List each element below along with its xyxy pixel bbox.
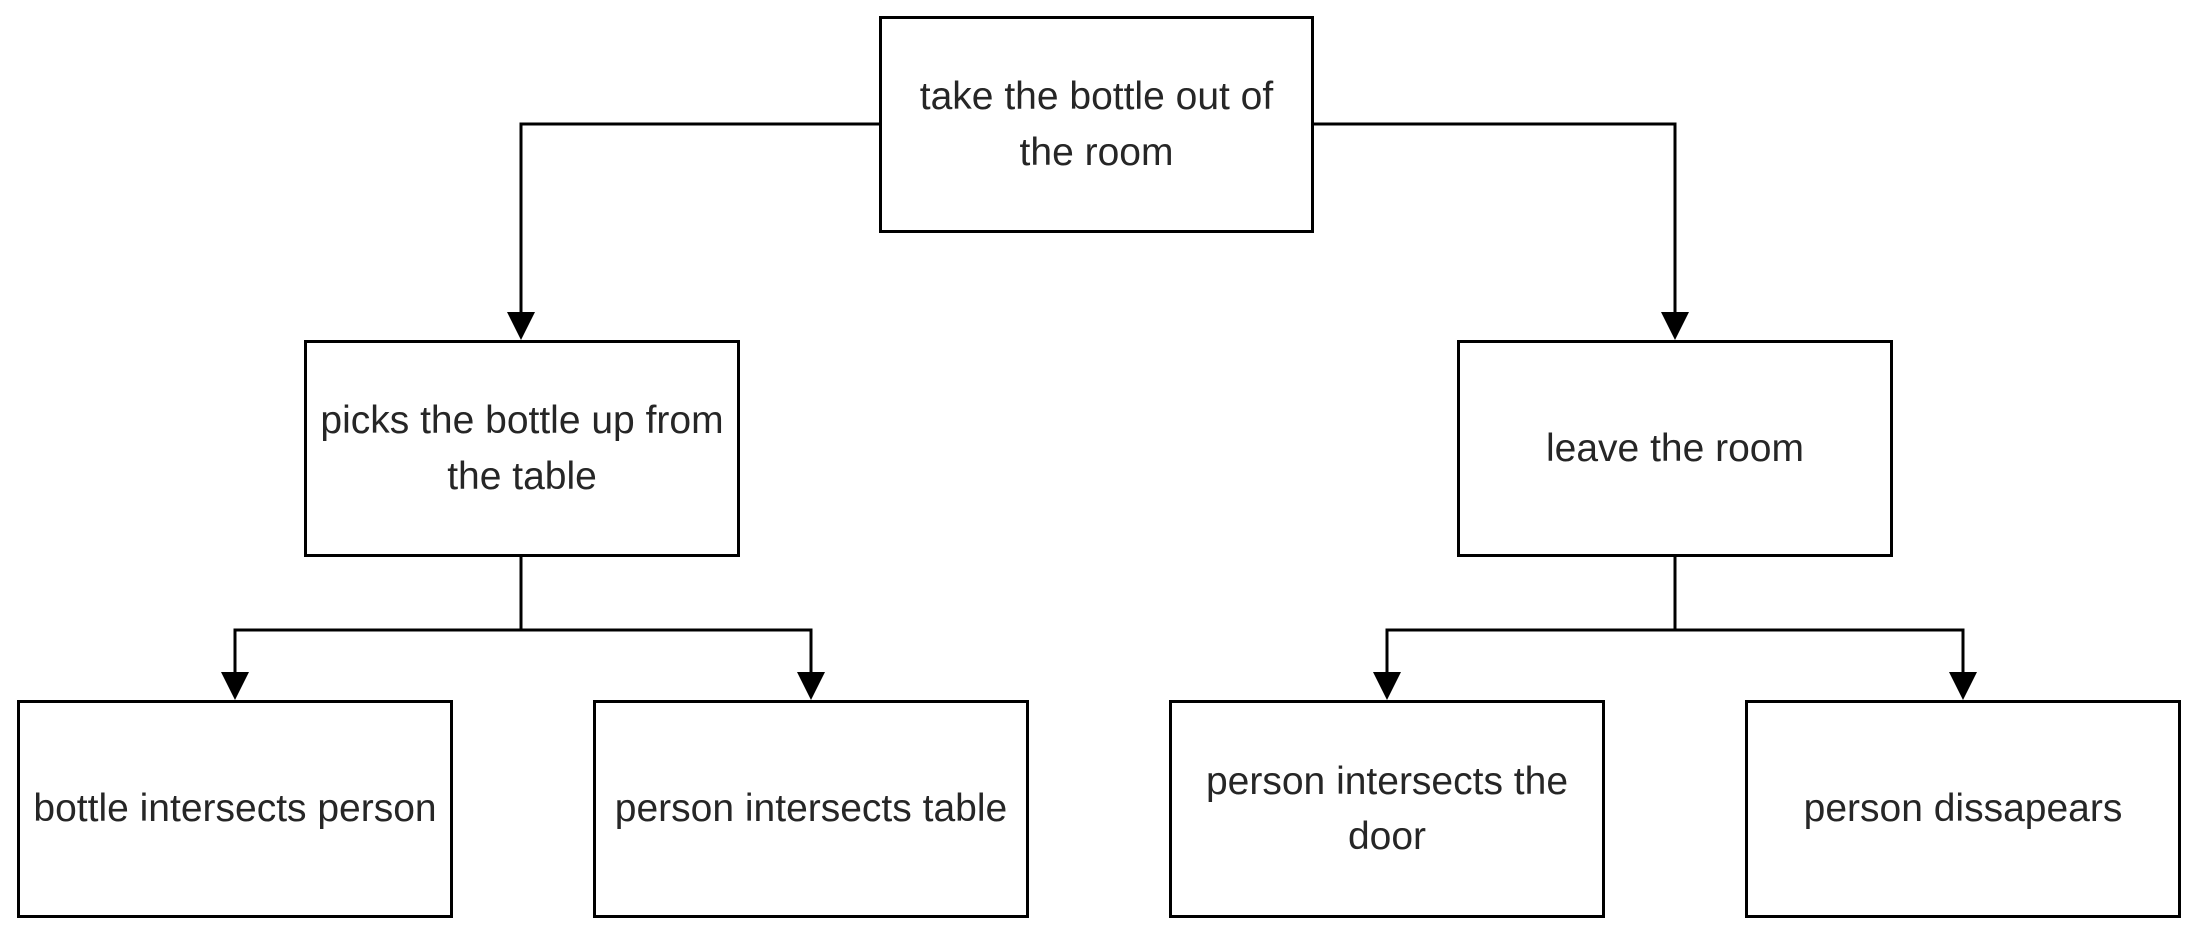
edge-leave-to-person-disappears (1675, 628, 1965, 678)
node-label: person intersects the door (1205, 759, 1569, 858)
arrowhead-leave-to-person-door (1373, 672, 1401, 700)
arrowhead-pick-to-person-table (797, 672, 825, 700)
node-bottle-intersects-person: bottle intersects person (17, 700, 453, 918)
edge-pick-to-person-table (521, 628, 813, 678)
node-take-bottle-out-of-room: take the bottle out of the room (879, 16, 1314, 233)
node-leave-room: leave the room (1457, 340, 1893, 557)
node-label: leave the room (1546, 426, 1804, 470)
node-label: picks the bottle up from the table (320, 399, 724, 498)
node-person-intersects-door: person intersects the door (1169, 700, 1605, 918)
edge-root-to-leave (1314, 122, 1677, 318)
node-label: person intersects table (614, 787, 1008, 831)
node-label: person dissapears (1803, 787, 2123, 831)
arrowhead-root-to-pick (507, 312, 535, 340)
node-person-disappears: person dissapears (1745, 700, 2181, 918)
edge-leave-to-person-door (1385, 628, 1675, 678)
edge-pick-to-bottle-person (233, 628, 521, 678)
arrowhead-pick-to-bottle-person (221, 672, 249, 700)
node-label: take the bottle out of the room (919, 75, 1274, 174)
node-label: bottle intersects person (33, 787, 437, 831)
node-picks-bottle-up: picks the bottle up from the table (304, 340, 740, 557)
edge-root-to-pick (519, 122, 879, 318)
arrowhead-leave-to-person-disappears (1949, 672, 1977, 700)
node-person-intersects-table: person intersects table (593, 700, 1029, 918)
arrowhead-root-to-leave (1661, 312, 1689, 340)
